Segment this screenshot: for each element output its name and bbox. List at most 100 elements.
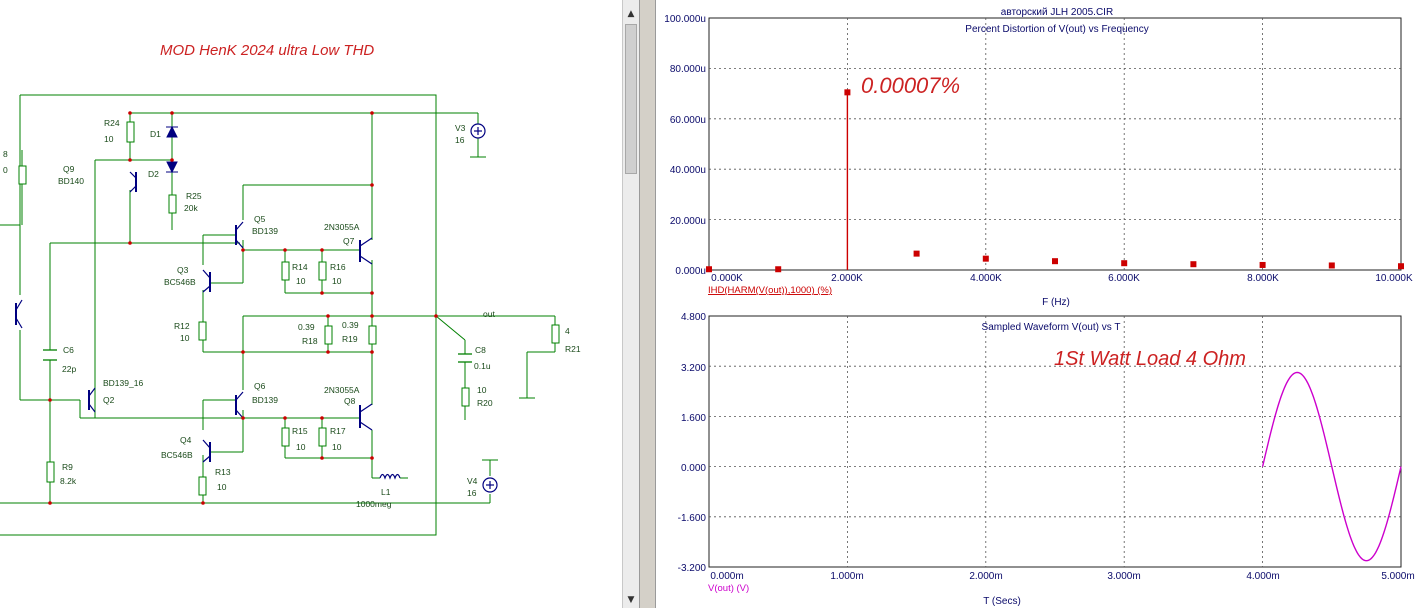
label-r16: R16	[330, 262, 346, 272]
thd-plot: Percent Distortion of V(out) vs Frequenc…	[664, 14, 1413, 308]
label-r19: R19	[342, 334, 358, 344]
thd-harmonic-marker	[1328, 262, 1335, 269]
label-c6-value: 22p	[62, 364, 76, 374]
label-r15-value: 10	[296, 442, 306, 452]
waveform-y-axis: 4.800 3.200 1.600 0.000 -1.600 -3.200	[678, 312, 707, 574]
waveform-y-tick: 3.200	[681, 363, 706, 374]
waveform-y-tick: 4.800	[681, 312, 706, 323]
label-d2: D2	[148, 169, 159, 179]
thd-harmonic-marker	[1398, 263, 1404, 270]
label-r21: R21	[565, 344, 581, 354]
waveform-x-tick: 4.000m	[1246, 571, 1279, 582]
waveform-y-tick: -3.200	[678, 563, 707, 574]
thd-y-tick: 20.000u	[670, 216, 706, 227]
label-r17: R17	[330, 426, 346, 436]
thd-x-axis: 0.000K 2.000K 4.000K 6.000K 8.000K 10.00…	[711, 273, 1413, 284]
waveform-line	[1261, 371, 1402, 562]
waveform-y-tick: 0.000	[681, 463, 706, 474]
label-r16-value: 10	[332, 276, 342, 286]
window-splitter[interactable]	[639, 0, 656, 608]
label-c8-value: 0.1u	[474, 361, 491, 371]
waveform-x-tick: 3.000m	[1107, 571, 1140, 582]
waveform-plot-title: Sampled Waveform V(out) vs T	[982, 322, 1121, 333]
waveform-x-tick: 0.000m	[710, 571, 743, 582]
scroll-down-arrow-icon[interactable]: ▼	[627, 595, 635, 605]
label-d1: D1	[150, 129, 161, 139]
thd-x-tick: 2.000K	[831, 273, 863, 284]
label-q4-type: BC546B	[161, 450, 193, 460]
label-v3: V3	[455, 123, 466, 133]
label-r17-value: 10	[332, 442, 342, 452]
thd-harmonic-marker	[982, 255, 989, 262]
thd-y-tick: 40.000u	[670, 165, 706, 176]
label-r14-value: 10	[296, 276, 306, 286]
label-q5-type: BD139	[252, 226, 278, 236]
label-c6: C6	[63, 345, 74, 355]
analysis-plot-window[interactable]: авторский JLH 2005.CIR Percent Distortio…	[656, 0, 1425, 608]
analysis-plots: авторский JLH 2005.CIR Percent Distortio…	[664, 7, 1415, 607]
schematic-drawing: MOD HenK 2024 ultra Low THD 8 0 R24 10 D…	[0, 42, 581, 536]
thd-harmonic-marker	[1052, 258, 1058, 265]
label-q3: Q3	[177, 265, 189, 275]
thd-y-tick: 60.000u	[670, 115, 706, 126]
label-out-node: out	[483, 309, 495, 319]
waveform-x-tick: 5.000m	[1381, 571, 1414, 582]
thd-plot-frame	[708, 17, 1402, 271]
thd-bars	[706, 89, 1404, 273]
waveform-plot: Sampled Waveform V(out) vs T 4.800 3.200…	[678, 312, 1415, 607]
label-r20-value: 10	[477, 385, 487, 395]
waveform-plot-frame	[708, 315, 1402, 568]
label-r15: R15	[292, 426, 308, 436]
thd-plot-title: Percent Distortion of V(out) vs Frequenc…	[965, 24, 1148, 35]
label-r24-value: 10	[104, 134, 114, 144]
label-r13-value: 10	[217, 482, 227, 492]
waveform-x-axis: 0.000m 1.000m 2.000m 3.000m 4.000m 5.000…	[710, 571, 1414, 582]
load-annotation: 1St Watt Load 4 Ohm	[1054, 348, 1246, 370]
label-q2-type: BD139_16	[103, 378, 143, 388]
scrollbar-thumb[interactable]	[625, 24, 637, 174]
thd-legend-label[interactable]: IHD(HARM(V(out)),1000) (%)	[708, 285, 832, 296]
thd-harmonic-marker	[1190, 261, 1197, 268]
label-q9-type: BD140	[58, 176, 84, 186]
thd-x-tick: 8.000K	[1247, 273, 1279, 284]
label-q7: Q7	[343, 236, 355, 246]
label-r18: R18	[302, 336, 318, 346]
label-r8: 8	[3, 149, 8, 159]
label-q6: Q6	[254, 381, 266, 391]
label-r19-value: 0.39	[342, 320, 359, 330]
label-r12: R12	[174, 321, 190, 331]
label-r21-value: 4	[565, 326, 570, 336]
waveform-y-tick: 1.600	[681, 413, 706, 424]
label-r25-value: 20k	[184, 203, 198, 213]
thd-harmonic-marker	[913, 250, 920, 257]
thd-y-axis: 100.000u 80.000u 60.000u 40.000u 20.000u…	[664, 14, 706, 277]
schematic-canvas[interactable]: MOD HenK 2024 ultra Low THD 8 0 R24 10 D…	[0, 0, 622, 608]
schematic-scrollbar[interactable]: ▲ ▼	[622, 0, 639, 608]
thd-y-tick: 80.000u	[670, 64, 706, 75]
label-r9: R9	[62, 462, 73, 472]
label-q2: Q2	[103, 395, 115, 405]
thd-y-tick: 100.000u	[664, 14, 706, 25]
waveform-grid	[709, 316, 1401, 567]
label-q9: Q9	[63, 164, 75, 174]
label-l1: L1	[381, 487, 391, 497]
label-r25: R25	[186, 191, 202, 201]
thd-y-tick: 0.000u	[675, 266, 706, 277]
label-r8-value: 0	[3, 165, 8, 175]
label-l1-value: 1000meg	[356, 499, 392, 509]
label-q6-type: BD139	[252, 395, 278, 405]
waveform-y-tick: -1.600	[678, 513, 707, 524]
waveform-x-tick: 1.000m	[830, 571, 863, 582]
label-q3-type: BC546B	[164, 277, 196, 287]
thd-annotation: 0.00007%	[861, 73, 960, 98]
label-v4: V4	[467, 476, 478, 486]
thd-x-tick: 0.000K	[711, 273, 743, 284]
waveform-legend-label[interactable]: V(out) (V)	[708, 583, 749, 594]
waveform-x-tick: 2.000m	[969, 571, 1002, 582]
label-q7-type: 2N3055A	[324, 222, 360, 232]
waveform-x-axis-label: T (Secs)	[983, 596, 1021, 607]
label-v3-value: 16	[455, 135, 465, 145]
label-q8-type: 2N3055A	[324, 385, 360, 395]
label-r12-value: 10	[180, 333, 190, 343]
scroll-up-arrow-icon[interactable]: ▲	[627, 9, 635, 19]
